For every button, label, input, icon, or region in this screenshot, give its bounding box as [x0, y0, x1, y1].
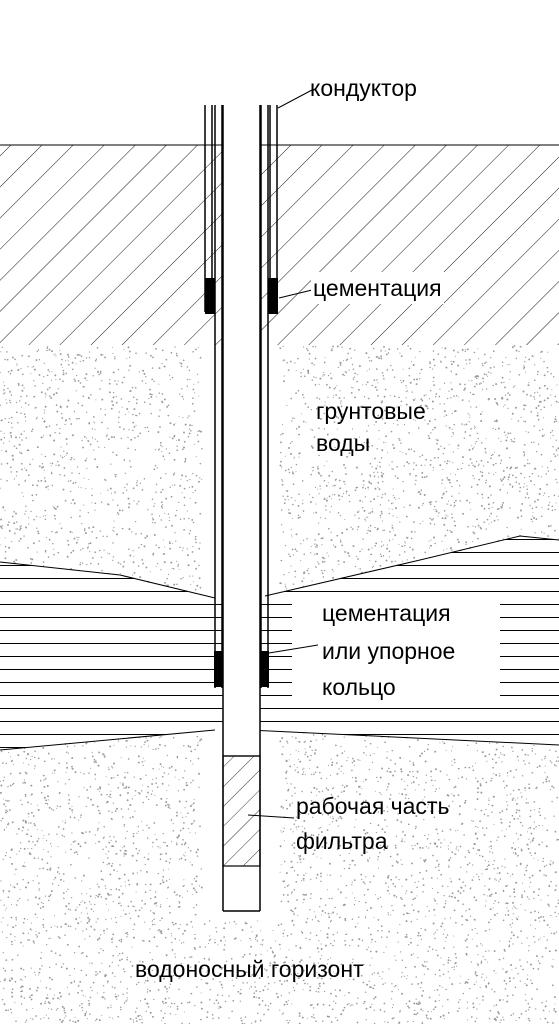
- casing-pipe: [214, 105, 269, 688]
- label-groundwater-line2: воды: [316, 430, 371, 456]
- label-filter-line2: фильтра: [296, 828, 388, 854]
- label-aquifer: водоносный горизонт: [135, 956, 364, 982]
- aquitard-top-boundary: [0, 535, 559, 599]
- label-groundwater-line1: грунтовые: [316, 398, 426, 424]
- label-cementation-top: цементация: [311, 272, 444, 304]
- label-conductor: кондуктор: [310, 75, 417, 101]
- conductor-leader: [277, 89, 313, 109]
- cementation-lower-right: [260, 651, 269, 687]
- label-filter-line1: рабочая часть: [296, 793, 450, 819]
- cementation-top-leader: [278, 289, 313, 299]
- aquitard-bottom-boundary: [0, 729, 559, 751]
- aquifer-sand-layer: [0, 732, 559, 1024]
- cementation-top-left: [205, 278, 215, 314]
- filter-leader: [247, 814, 295, 819]
- cementation-lower-leader: [268, 644, 319, 654]
- groundwater-sand-layer: [0, 345, 559, 591]
- cementation-top-right: [268, 278, 278, 314]
- clay-layer: [0, 145, 559, 345]
- conductor-pipe: [204, 105, 278, 312]
- cementation-lower-left: [214, 651, 223, 687]
- label-cementation-lower-line3: кольцо: [322, 674, 396, 700]
- label-cementation-lower-line2: или упорное: [322, 638, 456, 664]
- label-cementation-lower-line1: цементация: [322, 600, 451, 626]
- filter-section: [222, 755, 261, 867]
